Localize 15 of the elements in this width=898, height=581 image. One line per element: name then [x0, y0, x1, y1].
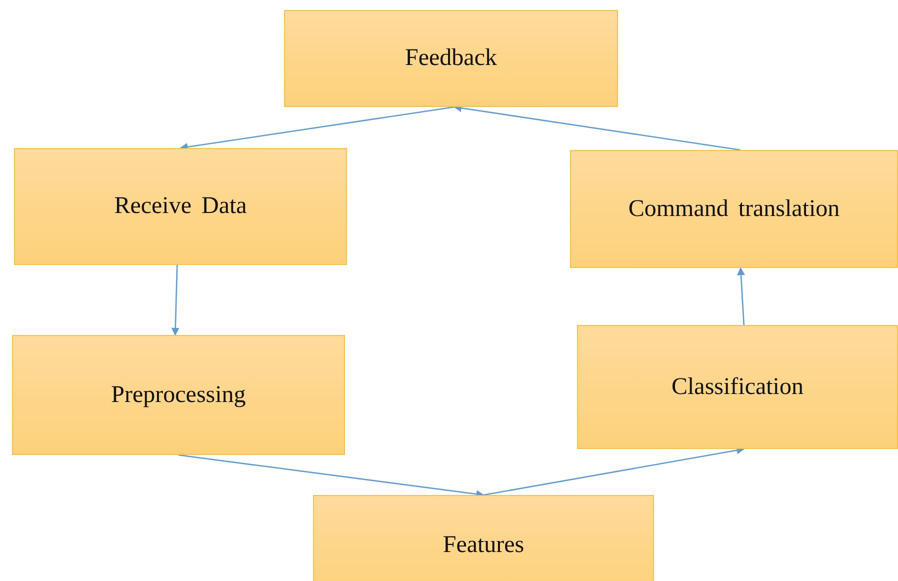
process-box: [284, 10, 618, 107]
process-box: [313, 495, 654, 581]
box-label: Receive Data: [114, 193, 247, 220]
box-label: Preprocessing: [111, 382, 246, 408]
process-box: [577, 325, 898, 449]
box-label: Feedback: [405, 45, 497, 72]
process-box: [12, 335, 345, 455]
box-label: Classification: [672, 374, 804, 400]
box-label: Command translation: [628, 196, 840, 222]
arrow: [180, 106, 454, 151]
process-box: [14, 148, 347, 265]
box-label: Features: [442, 532, 524, 558]
arrow: [737, 267, 745, 326]
arrow: [171, 264, 180, 336]
process-box: [570, 150, 898, 268]
